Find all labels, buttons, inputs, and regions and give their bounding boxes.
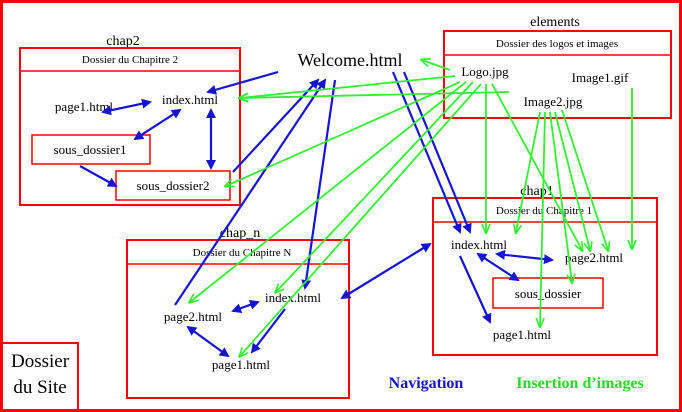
chap1-index-chap-n-index-arrow (340, 242, 432, 300)
elements-folder-frame (443, 30, 672, 119)
welcome-to-chap1-index-arrow-2 (402, 71, 472, 234)
chap2-index-sous-dossier1-arrow (133, 108, 182, 141)
welcome-page-label: Welcome.html (297, 50, 402, 70)
site-folder-label-line2: du Site (13, 377, 66, 398)
chap2-index-label: index.html (162, 92, 218, 107)
chap2-page1-index-arrow (101, 98, 152, 116)
image2-to-chap1-page2-arrow (554, 111, 590, 250)
chap-n-folder-frame (126, 239, 350, 399)
image1-file-label: Image1.gif (572, 70, 629, 85)
chap2-folder-description: Dossier du Chapitre 2 (82, 54, 178, 66)
image-insertion-arrows (190, 60, 632, 356)
sous-dossier1-to-sous-dossier2-arrow (79, 165, 118, 187)
chap1-index-to-page1-arrow (458, 255, 492, 324)
elements-folder-description: Dossier des logos et images (496, 38, 618, 50)
chap-n-folder-name: chap_n (220, 226, 260, 241)
image2-to-chap2-index-arrow (240, 91, 510, 98)
chap-n-page2-to-welcome-arrow (174, 78, 327, 306)
logo-to-chap-n-page1-arrow (240, 83, 482, 356)
chap2-page1-label: page1.html (55, 99, 114, 114)
chap-n-page1-label: page1.html (212, 357, 271, 372)
site-folder-label-line1: Dossier (11, 351, 70, 372)
chap-n-page2-page1-arrow (186, 325, 230, 358)
legend-image-insertion-label: Insertion d’images (516, 375, 644, 392)
legend-navigation-label: Navigation (389, 375, 464, 392)
chap1-sous-dossier-box (492, 277, 604, 309)
logo-file-label: Logo.jpg (461, 64, 509, 79)
image2-to-chap1-page2-arrow-2 (561, 109, 608, 250)
logo-to-chap-n-page2-arrow (190, 81, 467, 302)
chap-n-index-label: index.html (265, 290, 321, 305)
chap-n-folder-description: Dossier du Chapitre N (193, 247, 292, 259)
chap1-index-sous-dossier-arrow (476, 252, 520, 282)
image2-to-chap1-sous-dossier-arrow (549, 111, 572, 282)
welcome-to-chap-n-index-arrow (301, 79, 337, 290)
chap1-folder-description: Dossier du Chapitre 1 (496, 205, 592, 217)
navigation-arrows (79, 70, 554, 358)
logo-to-chap2-sous-dossier2-arrow (226, 81, 461, 186)
chap-n-index-to-page1-arrow (250, 308, 286, 354)
chap1-index-label: index.html (451, 237, 507, 252)
logo-to-chap-n-index-arrow (276, 81, 474, 292)
chap2-folder-frame (19, 47, 241, 206)
welcome-to-chap2-index-arrow (206, 70, 279, 95)
chap2-sous-dossier1-box (31, 134, 151, 165)
logo-to-chap2-index-arrow (240, 75, 456, 98)
chap1-index-page2-arrow (495, 249, 554, 265)
chap1-sous-dossier-label: sous_dossier (515, 286, 582, 301)
logo-to-chap1-page2-arrow (491, 83, 582, 250)
image2-to-chap1-index-arrow (516, 111, 541, 232)
chap2-to-welcome-arrow (232, 78, 320, 173)
chap1-folder-name: chap1 (520, 184, 553, 199)
image2-to-chap1-page1-arrow (540, 111, 546, 326)
welcome-to-chap1-index-arrow (391, 71, 462, 234)
chap1-page1-label: page1.html (493, 327, 552, 342)
logo-to-welcome-arrow (422, 60, 451, 71)
chap1-page2-label: page2.html (565, 250, 624, 265)
site-folder-label-box (1, 342, 79, 411)
chap-n-page2-label: page2.html (164, 309, 223, 324)
chap-n-page2-index-arrow (231, 300, 260, 313)
chap2-sous-dossier2-label: sous_dossier2 (137, 178, 210, 193)
chap2-folder-name: chap2 (106, 34, 139, 49)
chap2-sous-dossier1-label: sous_dossier1 (54, 142, 127, 157)
elements-folder-name: elements (530, 15, 580, 30)
image2-file-label: Image2.jpg (524, 94, 583, 109)
chap1-folder-frame (432, 197, 658, 356)
